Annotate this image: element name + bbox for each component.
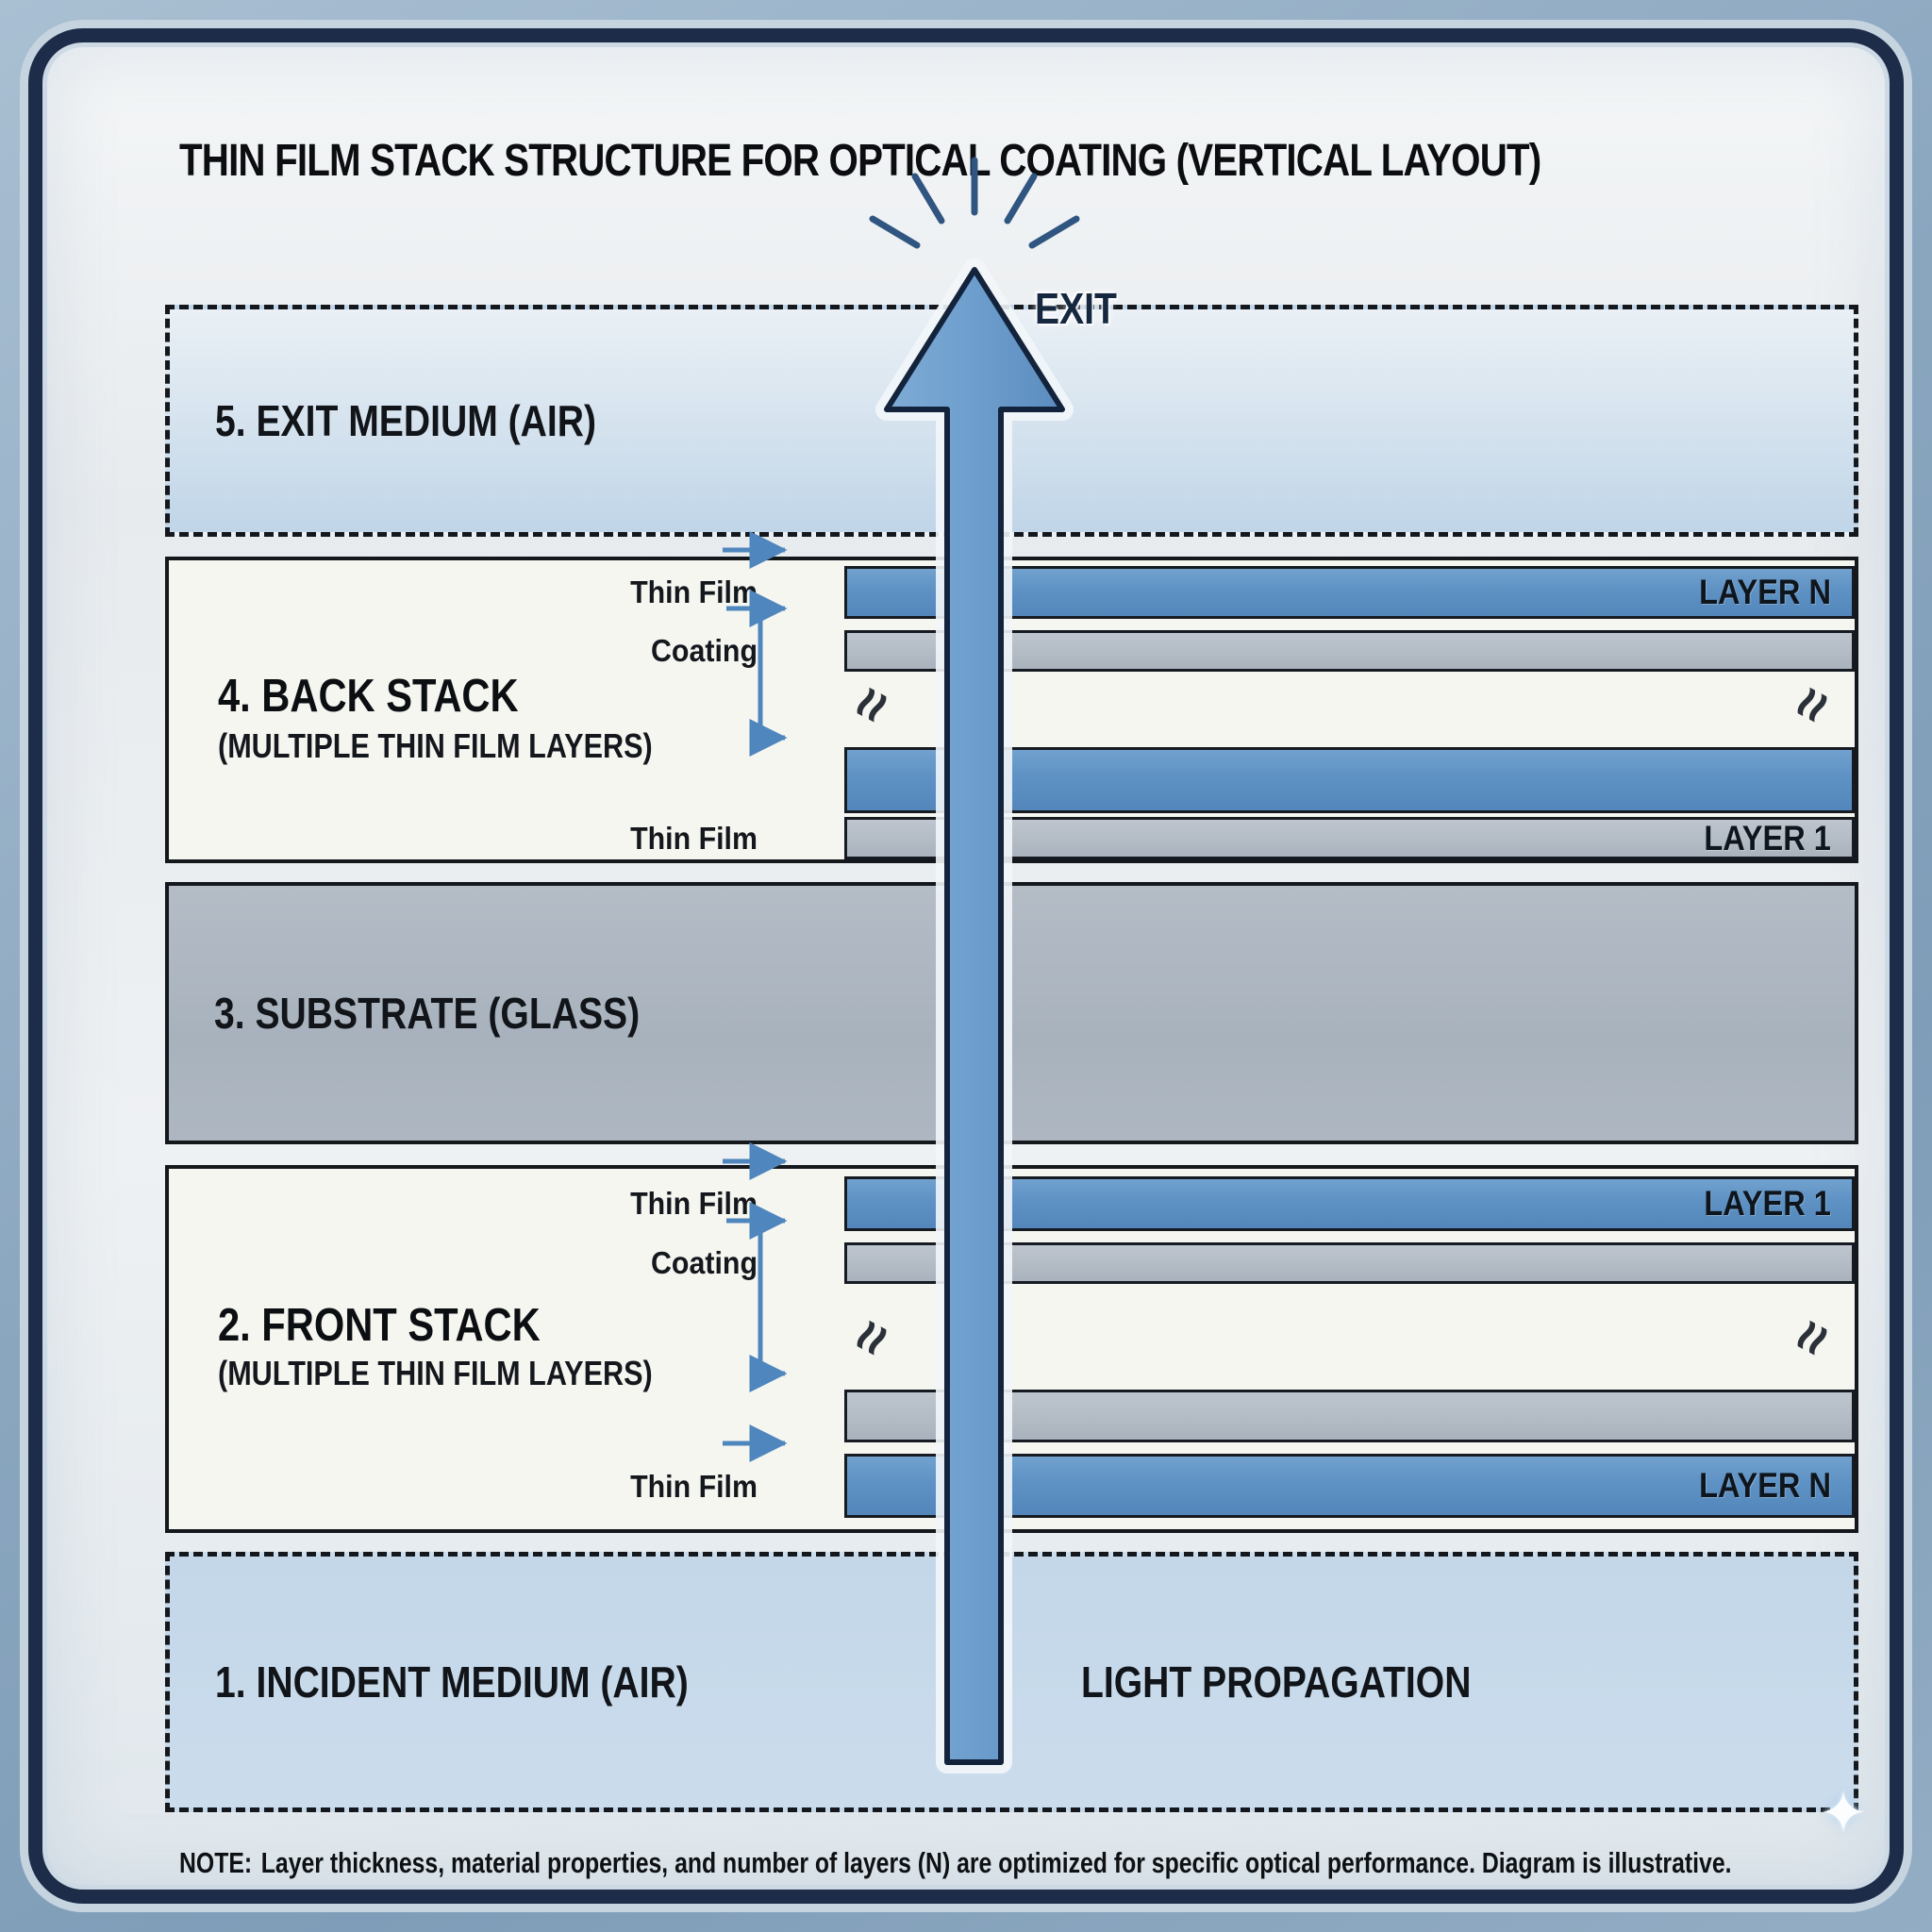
back-stack-thin-film-bottom-callout: Thin Film (630, 821, 758, 856)
break-mark-icon: ≈ (837, 1309, 907, 1366)
back-stack-coating-callout: Coating (650, 633, 758, 668)
front-stack-layer-1-label: LAYER 1 (1704, 1184, 1831, 1223)
footer-note: NOTE:Layer thickness, material propertie… (179, 1846, 1732, 1880)
front-stack-thin-film-bar-top: LAYER 1 (844, 1176, 1855, 1231)
light-propagation-label: LIGHT PROPAGATION (1081, 1657, 1472, 1707)
back-stack-thin-film-top-callout: Thin Film (630, 575, 758, 609)
exit-medium-label: 5. EXIT MEDIUM (AIR) (215, 396, 597, 445)
substrate-label: 3. SUBSTRATE (GLASS) (214, 989, 641, 1038)
incident-medium-label: 1. INCIDENT MEDIUM (AIR) (215, 1657, 689, 1707)
front-stack-coating-bar-lower (844, 1390, 1855, 1442)
section-front-stack: LAYER 1 ≈ ≈ LAYER N Thin Film Coating 2.… (165, 1165, 1858, 1533)
section-incident-medium: 1. INCIDENT MEDIUM (AIR) LIGHT PROPAGATI… (165, 1552, 1858, 1812)
break-mark-icon: ≈ (1777, 1309, 1847, 1366)
sparkle-icon: ✦ (1819, 1781, 1868, 1846)
back-stack-title: 4. BACK STACK (218, 671, 519, 722)
section-back-stack: LAYER N ≈ ≈ LAYER 1 Thin Film Coating 4.… (165, 557, 1858, 863)
exit-label: EXIT (1035, 284, 1117, 333)
diagram-frame: THIN FILM STACK STRUCTURE FOR OPTICAL CO… (28, 28, 1904, 1904)
front-stack-title: 2. FRONT STACK (218, 1300, 541, 1351)
diagram-title: THIN FILM STACK STRUCTURE FOR OPTICAL CO… (179, 136, 1541, 186)
break-mark-icon: ≈ (1777, 676, 1847, 733)
note-prefix: NOTE: (179, 1846, 253, 1879)
front-stack-subtitle: (MULTIPLE THIN FILM LAYERS) (218, 1354, 653, 1392)
back-stack-subtitle: (MULTIPLE THIN FILM LAYERS) (218, 726, 653, 765)
back-stack-layer-1-label: LAYER 1 (1704, 818, 1831, 858)
back-stack-coating-bar (844, 630, 1855, 672)
front-stack-thin-film-bar-bottom: LAYER N (844, 1454, 1855, 1518)
section-substrate: 3. SUBSTRATE (GLASS) (165, 882, 1858, 1144)
front-stack-coating-callout: Coating (650, 1245, 758, 1280)
section-exit-medium: 5. EXIT MEDIUM (AIR) (165, 305, 1858, 537)
note-text: Layer thickness, material properties, an… (260, 1846, 1732, 1879)
back-stack-layer-n-label: LAYER N (1699, 573, 1831, 611)
front-stack-coating-bar (844, 1242, 1855, 1284)
back-stack-thin-film-bar-lower (844, 747, 1855, 813)
front-stack-thin-film-top-callout: Thin Film (630, 1186, 758, 1221)
front-stack-layer-n-label: LAYER N (1699, 1466, 1831, 1505)
break-mark-icon: ≈ (837, 676, 907, 733)
front-stack-thin-film-bottom-callout: Thin Film (630, 1469, 758, 1504)
back-stack-thin-film-bar-bottom: LAYER 1 (844, 817, 1855, 859)
back-stack-thin-film-bar-top: LAYER N (844, 566, 1855, 619)
